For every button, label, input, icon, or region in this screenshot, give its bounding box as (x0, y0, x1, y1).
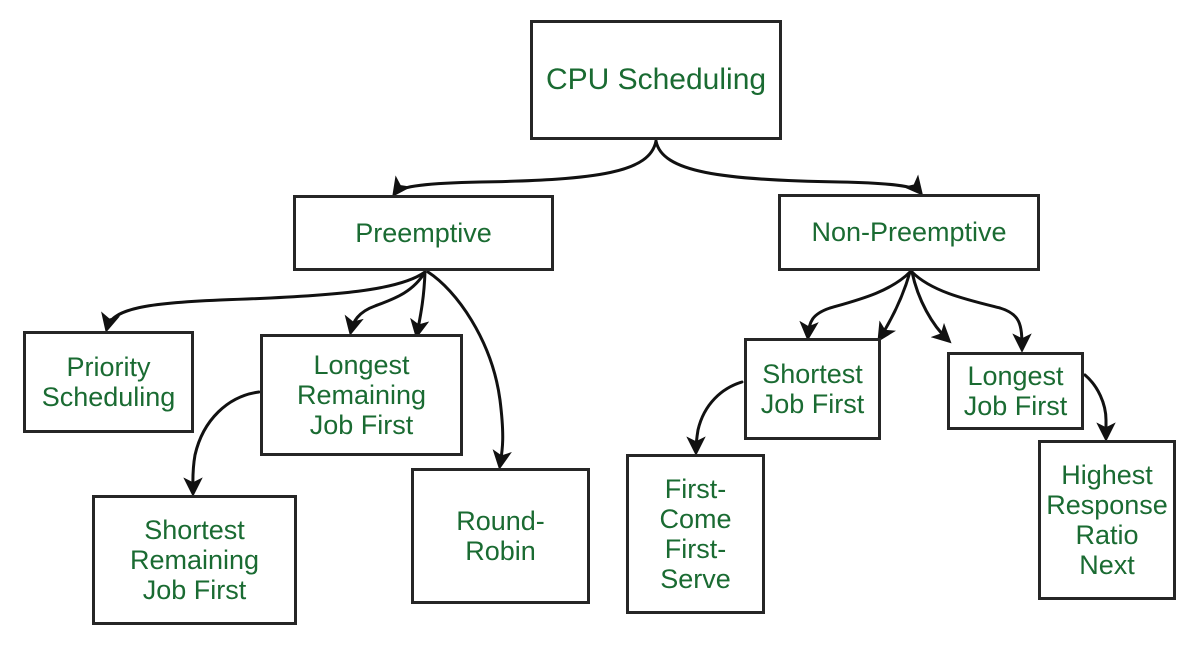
node-label-shortest-remaining-job-first: Shortest Remaining Job First (129, 514, 260, 606)
node-label-first-come-first-serve: First- Come First- Serve (659, 473, 732, 595)
edge-nonpre-to-sjf (799, 270, 912, 341)
node-label-highest-response-ratio-next: Highest Response Ratio Next (1046, 459, 1168, 581)
node-label-priority-scheduling: Priority Scheduling (41, 351, 176, 412)
node-highest-response-ratio-next[interactable]: Highest Response Ratio Next (1038, 440, 1176, 600)
node-round-robin[interactable]: Round- Robin (411, 468, 590, 604)
node-priority-scheduling[interactable]: Priority Scheduling (23, 331, 194, 433)
edge-preemptive-to-lrjf-2 (410, 270, 430, 339)
node-preemptive[interactable]: Preemptive (293, 195, 554, 271)
node-non-preemptive[interactable]: Non-Preemptive (778, 194, 1040, 271)
node-longest-job-first[interactable]: Longest Job First (947, 352, 1084, 430)
edge-sjf-to-fcfs (686, 380, 744, 456)
node-longest-remaining-job-first[interactable]: Longest Remaining Job First (260, 334, 463, 456)
node-label-preemptive: Preemptive (355, 217, 492, 248)
edge-cpu-to-preemptive (392, 139, 658, 197)
edge-lrjf-to-srjf (183, 390, 261, 497)
edge-nonpre-to-ljf-inner (910, 270, 952, 344)
node-label-cpu-scheduling: CPU Scheduling (545, 63, 767, 97)
node-label-longest-job-first: Longest Job First (963, 360, 1068, 421)
node-label-shortest-job-first: Shortest Job First (760, 358, 865, 419)
node-first-come-first-serve[interactable]: First- Come First- Serve (626, 454, 765, 614)
node-label-longest-remaining-job-first: Longest Remaining Job First (296, 349, 427, 441)
node-shortest-remaining-job-first[interactable]: Shortest Remaining Job First (92, 495, 297, 625)
node-label-round-robin: Round- Robin (456, 505, 545, 566)
node-label-non-preemptive: Non-Preemptive (811, 217, 1007, 248)
node-cpu-scheduling[interactable]: CPU Scheduling (530, 20, 782, 140)
edge-preemptive-to-lrjf (344, 270, 427, 336)
edge-preemptive-to-priority (101, 270, 427, 333)
edge-nonpre-to-sjf-2 (877, 270, 912, 343)
edge-cpu-to-non-preemptive (654, 139, 924, 196)
edge-ljf-to-hrrn (1083, 373, 1116, 442)
edge-nonpre-to-ljf (910, 270, 1032, 353)
node-shortest-job-first[interactable]: Shortest Job First (744, 338, 881, 440)
